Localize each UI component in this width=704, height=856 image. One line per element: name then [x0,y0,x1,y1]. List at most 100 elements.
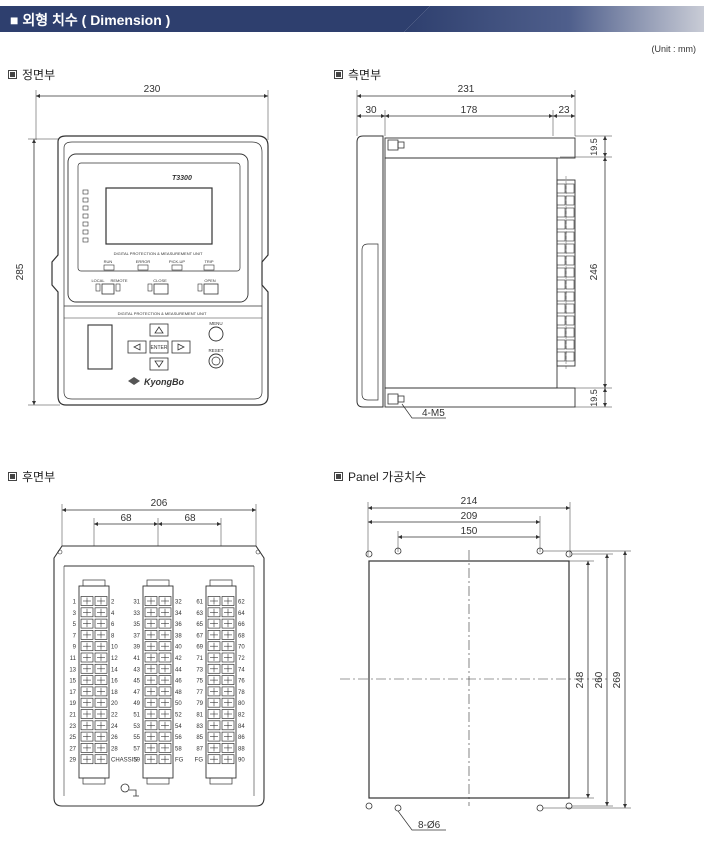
panel-248-label: 248 [575,671,586,688]
terminal-number: 74 [238,667,245,673]
terminal-screw [158,618,172,629]
terminal-number: 19 [69,701,76,707]
side-terminal [556,291,566,302]
terminal-screw [221,618,235,629]
side-mid-label: 178 [461,105,478,116]
rear-pitch1-label: 68 [120,513,132,524]
side-terminal [565,339,575,350]
terminal-number: 31 [133,600,140,606]
terminal-screw [80,618,94,629]
section-side: 측면부 [334,66,381,83]
side-terminal [565,255,575,266]
terminal-number: 70 [238,645,245,651]
arrow-up-icon [154,326,164,334]
side-terminal [565,231,575,242]
terminal-number: 57 [133,746,140,752]
terminal-screw [94,686,108,697]
terminal-screw [207,607,221,618]
btn-close-label: CLOSE [153,278,167,283]
terminal-screw [221,743,235,753]
key-enter [149,340,169,354]
terminal-screw [207,663,221,674]
terminal-screw [94,618,108,629]
btn-remote-label: REMOTE [110,278,127,283]
terminal-number: 6 [111,622,115,628]
terminal-screw [80,709,94,719]
terminal-number: 53 [133,724,140,730]
terminal-screw [80,652,94,663]
terminal-number: 32 [175,600,182,606]
terminal-number: 2 [111,600,115,606]
menu-label: MENU [209,321,222,326]
terminal-number: 3 [73,611,77,617]
panel-view [340,502,631,831]
terminal-number: 42 [175,656,182,662]
terminal-screw [94,607,108,618]
terminal-number: 25 [69,735,76,741]
terminal-screw [158,652,172,663]
keypad-arrow-icons [133,326,185,368]
side-terminal [565,243,575,254]
terminal-number: 66 [238,622,245,628]
terminal-number: 47 [133,690,140,696]
side-terminal-blocks [556,183,575,362]
side-terminal [556,207,566,218]
terminal-number: 5 [73,622,77,628]
side-terminal [556,243,566,254]
terminal-screw [207,709,221,719]
terminal-screw [207,697,221,708]
front-text: 230 285 T3300 DIGITAL PROTECTION & MEASU… [15,84,224,387]
terminal-number: 46 [175,679,182,685]
terminal-screw [221,607,235,618]
terminal-screw [80,731,94,742]
square-bullet-icon [8,472,17,481]
terminal-screw [80,663,94,674]
terminal-number: 28 [111,746,118,752]
terminal-number: 26 [111,735,118,741]
side-terminal [565,183,575,194]
terminal-number: 13 [69,667,76,673]
terminal-screw [207,675,221,685]
terminal-number: 38 [175,633,182,639]
key-enter-label: ENTER [151,345,168,351]
terminal-screw [94,709,108,719]
terminal-number: 73 [196,667,203,673]
terminal-number: 76 [238,679,245,685]
terminal-screw [207,652,221,663]
terminal-number: 9 [73,645,77,651]
terminal-screw [207,596,221,606]
terminal-number: 23 [69,724,76,730]
terminal-number: 21 [69,713,76,719]
side-top-label: 19.5 [589,138,599,156]
terminal-number: 10 [111,645,118,651]
side-terminal [565,291,575,302]
terminal-number: 82 [238,713,245,719]
side-total-label: 231 [458,84,475,95]
terminal-number: 85 [196,735,203,741]
terminal-number: 52 [175,713,182,719]
terminal-number: 90 [238,758,245,764]
terminal-number: 78 [238,690,245,696]
terminal-screw [221,720,235,731]
terminal-number: 43 [133,667,140,673]
hole-label: 8-Ø6 [418,820,441,831]
terminal-number: 29 [69,758,76,764]
terminal-number: 18 [111,690,118,696]
terminal-number: 88 [238,746,245,752]
terminal-number: 64 [238,611,245,617]
terminal-screw [158,675,172,685]
terminal-screw [158,731,172,742]
terminal-screw [80,630,94,640]
terminal-number: 59 [133,758,140,764]
led-run-label: RUN [104,259,113,264]
terminal-screw [144,686,158,697]
terminal-number: 20 [111,701,118,707]
terminal-screw [221,630,235,640]
terminal-screw [144,709,158,719]
terminal-number: 68 [238,633,245,639]
terminal-number: 72 [238,656,245,662]
terminal-number: 39 [133,645,140,651]
